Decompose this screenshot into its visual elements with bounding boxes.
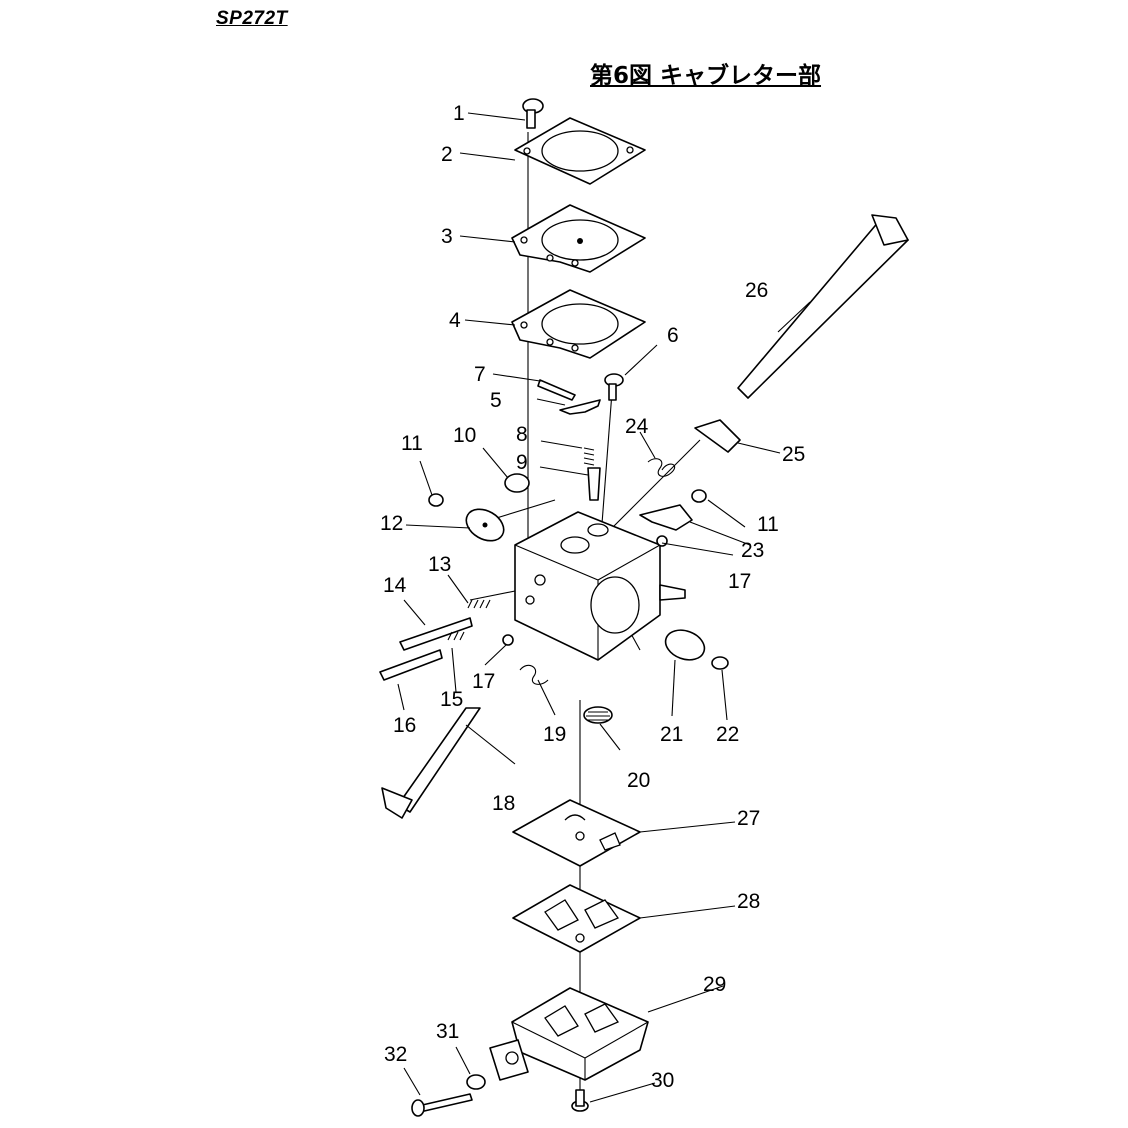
part-inlet-needle [587, 467, 601, 501]
part-choke-plate [694, 419, 741, 453]
part-return-spring [647, 458, 676, 477]
callout-18: 18 [492, 792, 515, 815]
part-screw-right [691, 489, 707, 503]
callout-9: 9 [516, 451, 528, 474]
callout-29: 29 [703, 973, 726, 996]
callout-13: 13 [428, 553, 451, 576]
callout-24: 24 [625, 415, 649, 438]
part-needle-spring-low [447, 631, 465, 641]
callout-19: 19 [543, 723, 566, 746]
callout-28: 28 [737, 890, 760, 913]
part-pump-body [489, 987, 649, 1081]
part-adjust-screw [411, 1093, 473, 1117]
callout-30: 30 [651, 1069, 674, 1092]
part-screw [522, 98, 544, 129]
callout-25: 25 [782, 443, 805, 466]
part-pump-gasket [512, 884, 641, 953]
part-shaft-spring [519, 664, 549, 685]
part-washer-left [502, 634, 514, 646]
callout-7: 7 [474, 363, 486, 386]
part-diaphragm [511, 204, 646, 273]
part-carburetor-body [514, 511, 686, 661]
callout-17-right: 17 [728, 570, 751, 593]
callout-31: 31 [436, 1020, 459, 1043]
callout-12: 12 [380, 512, 403, 535]
part-side-plate [664, 629, 706, 661]
part-welch-plug [504, 473, 530, 493]
callout-8: 8 [516, 423, 528, 446]
callout-21: 21 [660, 723, 683, 746]
part-fuel-screen [583, 706, 613, 724]
callout-17-left: 17 [472, 670, 495, 693]
part-needle-spring-high [467, 599, 491, 609]
callout-6: 6 [667, 324, 679, 347]
part-metering-lever [559, 399, 601, 415]
part-lever-pin [537, 379, 576, 401]
part-gasket [511, 289, 646, 359]
callout-26: 26 [745, 279, 768, 302]
callout-11-right: 11 [757, 513, 779, 536]
part-side-screw [711, 656, 729, 670]
part-washer-right [656, 535, 668, 547]
callout-32: 32 [384, 1043, 407, 1066]
model-code: SP272T [216, 8, 288, 29]
part-metering-diaphragm [512, 799, 641, 867]
part-low-speed-needle [379, 649, 443, 681]
callout-labels: 1 2 3 4 5 6 7 8 9 10 11 11 12 13 14 15 1… [380, 102, 805, 1092]
callout-1: 1 [453, 102, 465, 125]
part-screw-left [428, 493, 444, 507]
part-pump-cover [514, 117, 646, 185]
callout-2: 2 [441, 143, 453, 166]
part-lever-spring [583, 447, 595, 466]
callout-22: 22 [716, 723, 739, 746]
part-lever-screw [604, 373, 624, 401]
leader-lines [397, 112, 811, 1103]
callout-11-left: 11 [401, 432, 423, 455]
callout-14: 14 [383, 574, 407, 597]
part-pump-screw [571, 1089, 589, 1112]
figure-title: 第6図 キャブレター部 [590, 63, 822, 89]
callout-10: 10 [453, 424, 476, 447]
callout-23: 23 [741, 539, 764, 562]
callout-4: 4 [449, 309, 461, 332]
part-throttle-plate [465, 508, 505, 542]
part-throttle-shaft [381, 707, 481, 819]
callout-5: 5 [490, 389, 502, 412]
callout-20: 20 [627, 769, 650, 792]
part-throttle-lever [639, 504, 693, 531]
part-fuel-fitting [466, 1074, 486, 1090]
part-choke-shaft [737, 214, 909, 399]
callout-3: 3 [441, 225, 453, 248]
callout-16: 16 [393, 714, 416, 737]
callout-15: 15 [440, 688, 463, 711]
part-high-speed-needle [399, 617, 473, 651]
callout-27: 27 [737, 807, 760, 830]
